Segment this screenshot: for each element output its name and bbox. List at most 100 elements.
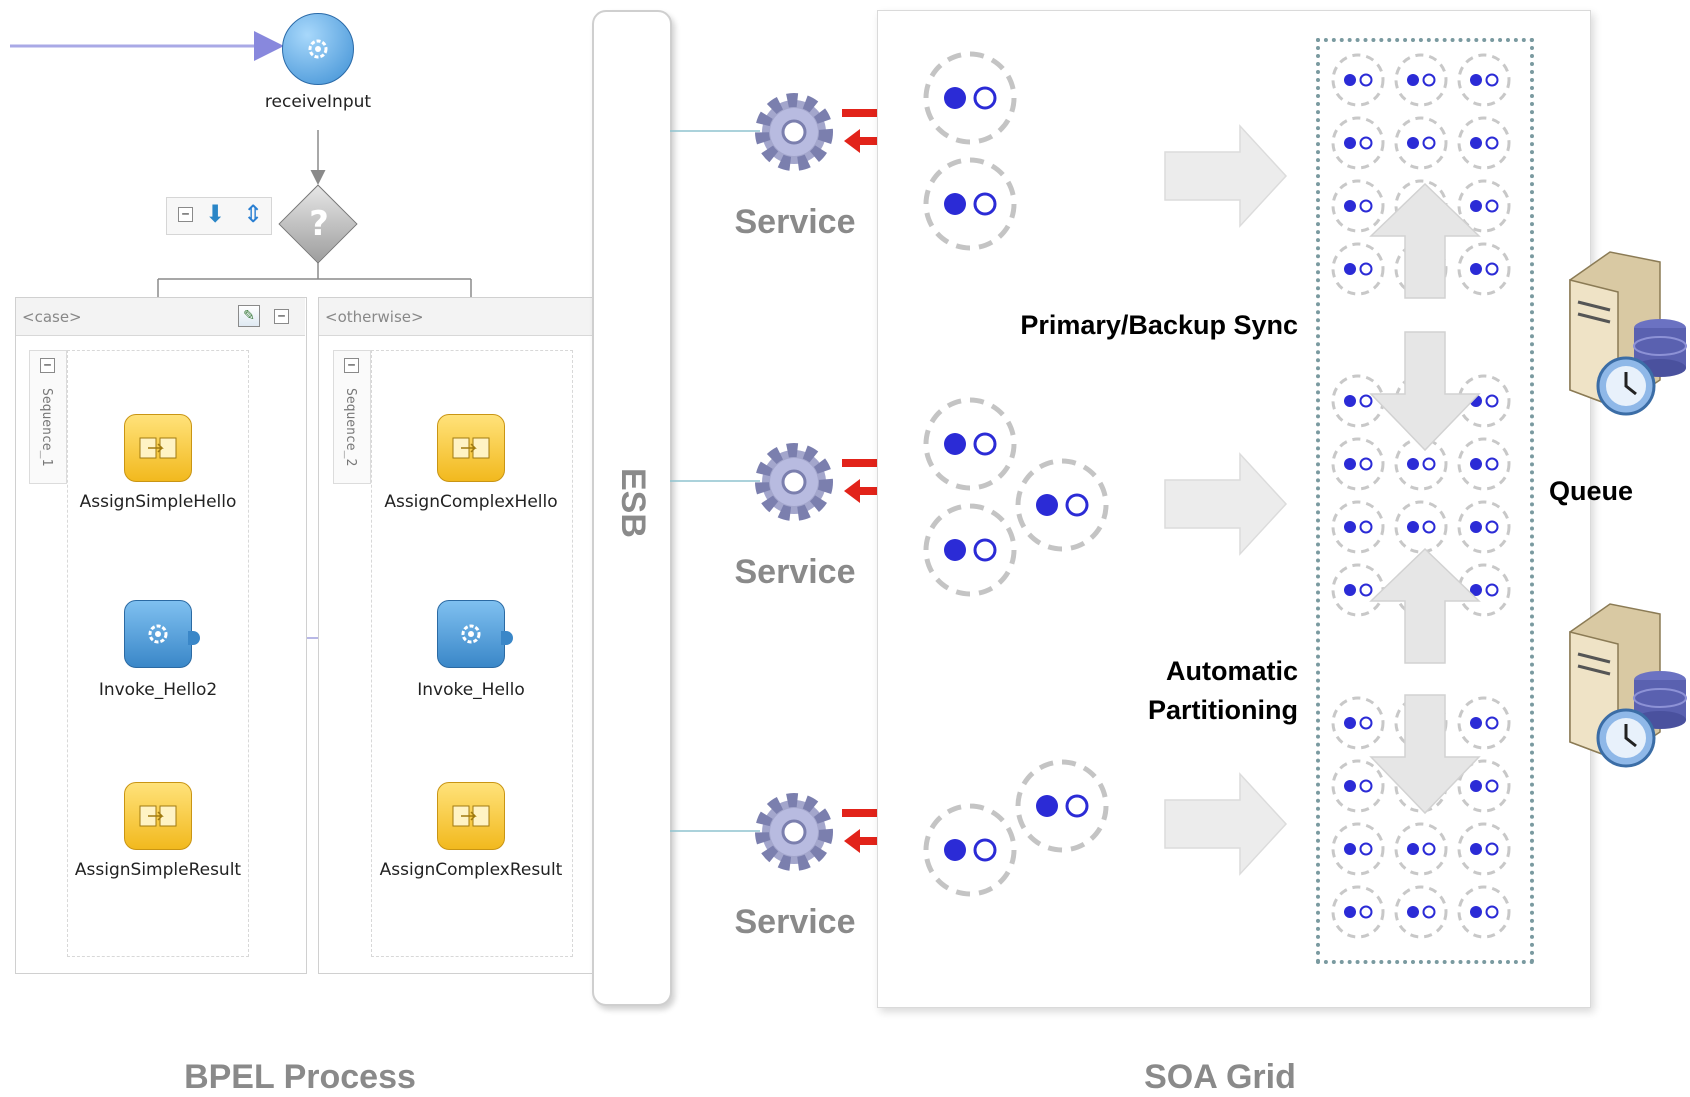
node-icon [923, 503, 1017, 597]
service-1-gear-icon[interactable] [750, 88, 838, 176]
esb-bar [592, 10, 672, 1006]
service-2-gear-icon[interactable] [750, 438, 838, 526]
queue-node-icon [1457, 437, 1511, 491]
queue-node-icon [1457, 885, 1511, 939]
collapse-button[interactable]: − [178, 207, 193, 222]
queue-node-icon [1457, 500, 1511, 554]
queue-node-icon [1331, 563, 1385, 617]
queue-node-icon [1331, 885, 1385, 939]
queue-node-icon [1394, 53, 1448, 107]
assign-complex-result-icon[interactable] [437, 782, 505, 850]
queue-node-icon [1457, 179, 1511, 233]
queue-node-icon [1331, 759, 1385, 813]
queue-node-icon [1457, 822, 1511, 876]
queue-node-icon [1331, 116, 1385, 170]
assign-complex-hello-label: AssignComplexHello [384, 492, 558, 512]
queue-node-icon [1457, 116, 1511, 170]
queue-node-icon [1331, 696, 1385, 750]
queue-node-icon [1394, 437, 1448, 491]
server-database-icon [1569, 603, 1687, 768]
assign-icon [139, 805, 177, 827]
queue-node-icon [1331, 822, 1385, 876]
gear-icon [755, 793, 833, 871]
sequence-2-box [371, 350, 573, 957]
queue-node-icon [1394, 822, 1448, 876]
partitioning-label: Partitioning [1148, 695, 1298, 725]
assign-simple-hello-icon[interactable] [124, 414, 192, 482]
response-arrow-icon [844, 479, 898, 503]
service-3-gear-icon[interactable] [750, 788, 838, 876]
node-icon [923, 803, 1017, 897]
assign-simple-result-label: AssignSimpleResult [74, 860, 242, 880]
assign-complex-result-label: AssignComplexResult [379, 860, 563, 880]
assign-icon [452, 805, 490, 827]
response-arrow-icon [844, 829, 898, 853]
assign-simple-result-icon[interactable] [124, 782, 192, 850]
soa-grid-caption: SOA Grid [1144, 1058, 1296, 1096]
flow-arrow-icon [1164, 772, 1288, 876]
add-case-icon[interactable]: ⬇ [205, 200, 226, 228]
case-collapse-button[interactable]: − [274, 309, 289, 324]
sync-down-arrow-icon [1369, 331, 1481, 452]
service-2-label: Service [734, 553, 856, 591]
node-icon [1015, 759, 1109, 853]
sequence-1-tab [29, 350, 67, 484]
invoke-hello2-icon[interactable] [124, 600, 192, 668]
flow-arrow-icon [1164, 452, 1288, 556]
flow-arrow-icon [1164, 124, 1288, 228]
invoke-hello2-label: Invoke_Hello2 [98, 680, 218, 700]
queue-node-icon [1394, 116, 1448, 170]
gear-icon [755, 93, 833, 171]
queue-partition-box [1316, 38, 1534, 964]
assign-simple-hello-label: AssignSimpleHello [79, 492, 237, 512]
queue-node-icon [1457, 696, 1511, 750]
queue-node-icon [1457, 563, 1511, 617]
primary-backup-label: Primary/Backup Sync [1020, 310, 1298, 340]
service-1-label: Service [734, 203, 856, 241]
partition-up-arrow-icon [1369, 547, 1481, 664]
node-icon [1015, 458, 1109, 552]
sync-up-arrow-icon [1369, 182, 1481, 299]
queue-node-icon [1394, 885, 1448, 939]
otherwise-tag: <otherwise> [325, 308, 424, 326]
queue-node-icon [1331, 437, 1385, 491]
assign-icon [139, 437, 177, 459]
case-tag: <case> [22, 308, 82, 326]
response-arrow-icon [844, 129, 898, 153]
queue-node-icon [1457, 374, 1511, 428]
sequence-2-label: Sequence_2 [343, 388, 358, 467]
case-header [16, 298, 305, 336]
queue-node-icon [1331, 374, 1385, 428]
queue-node-icon [1457, 759, 1511, 813]
partition-down-arrow-icon [1369, 694, 1481, 815]
invoke-hello-icon[interactable] [437, 600, 505, 668]
receive-activity-icon[interactable] [282, 13, 354, 85]
queue-node-icon [1457, 53, 1511, 107]
assign-complex-hello-icon[interactable] [437, 414, 505, 482]
queue-node-icon [1331, 53, 1385, 107]
queue-node-icon [1331, 242, 1385, 296]
assign-icon [452, 437, 490, 459]
partner-link-dot [501, 631, 513, 645]
sequence-2-collapse[interactable]: − [344, 358, 359, 373]
invoke-hello-label: Invoke_Hello [417, 680, 525, 700]
partner-link-dot [188, 631, 200, 645]
otherwise-header [319, 298, 592, 336]
reorder-icon[interactable]: ⇕ [243, 200, 264, 228]
queue-label: Queue [1548, 476, 1634, 506]
gear-icon [148, 624, 168, 644]
sequence-1-collapse[interactable]: − [40, 358, 55, 373]
edit-icon[interactable]: ✎ [238, 305, 260, 327]
service-3-label: Service [734, 903, 856, 941]
node-icon [923, 157, 1017, 251]
question-icon: ? [309, 204, 329, 244]
esb-label: ESB [614, 468, 652, 538]
gear-icon [461, 624, 481, 644]
queue-node-icon [1394, 500, 1448, 554]
queue-node-icon [1457, 242, 1511, 296]
queue-node-icon [1331, 500, 1385, 554]
sequence-1-label: Sequence_1 [39, 388, 54, 467]
